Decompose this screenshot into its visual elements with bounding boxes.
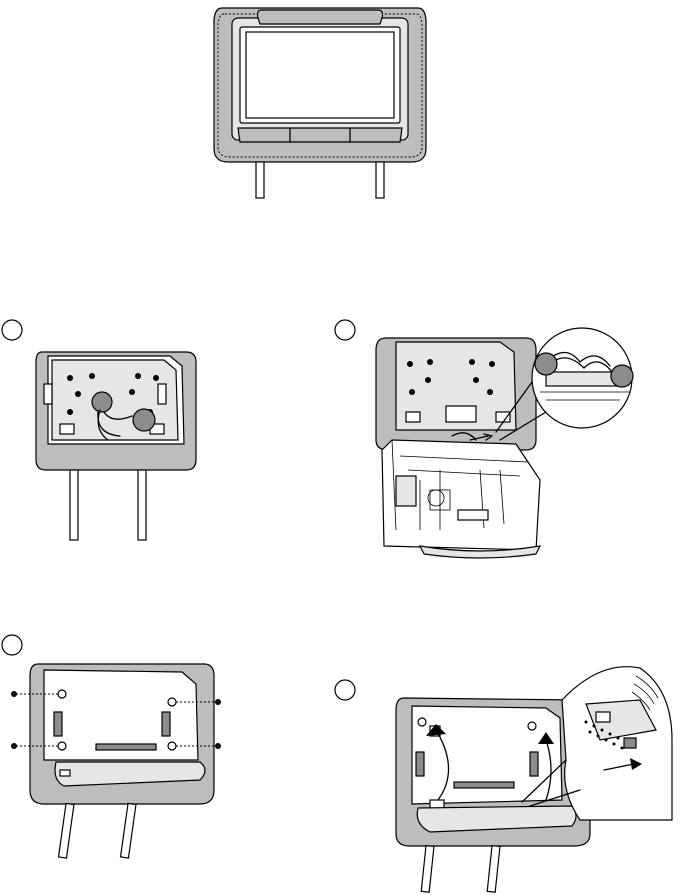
mounting-hole — [133, 409, 155, 431]
vent — [162, 712, 170, 736]
vent — [96, 744, 156, 750]
magnifier-callout — [562, 667, 672, 820]
headrest-monitor-front — [214, 8, 426, 198]
step-3-marker — [2, 635, 22, 655]
mounting-hole — [92, 392, 112, 412]
step-2-figure — [335, 320, 633, 558]
step-4-figure — [335, 667, 672, 892]
connector-marker — [611, 365, 633, 387]
step-3-figure — [2, 635, 221, 858]
step-4-marker — [335, 680, 355, 700]
connector-marker — [535, 353, 557, 375]
step-1-figure — [2, 320, 196, 540]
vent — [54, 712, 62, 736]
step-1-marker — [2, 320, 22, 340]
step-2-marker — [335, 320, 355, 340]
